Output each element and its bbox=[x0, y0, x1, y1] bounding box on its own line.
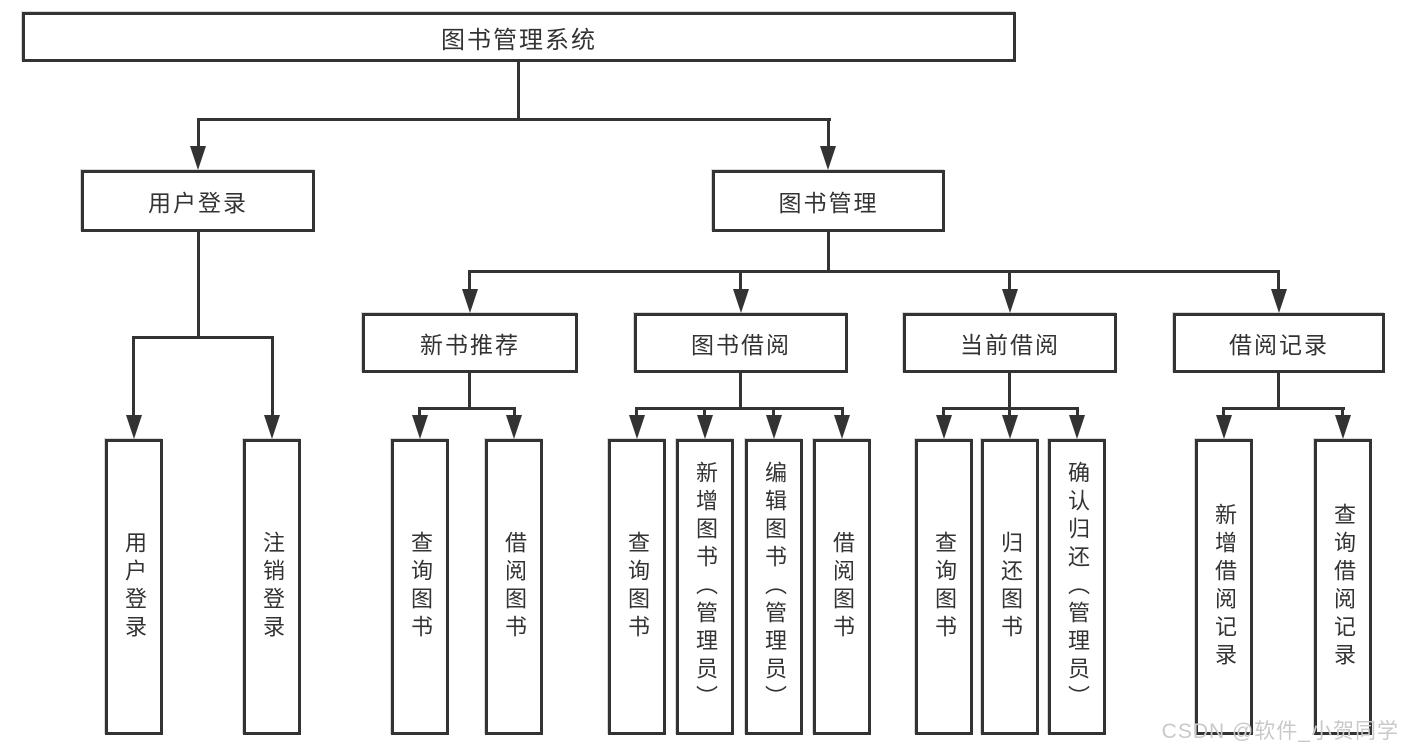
arrowhead-br-add-icon bbox=[1216, 415, 1232, 439]
connector-user-login-stem bbox=[197, 232, 200, 336]
node-borrow-record-label: 借阅记录 bbox=[1229, 332, 1329, 358]
arrowhead-user-login-icon bbox=[190, 146, 206, 170]
connector-drop-cb-return bbox=[1008, 407, 1011, 418]
connector-drop-cb-confirm bbox=[1076, 407, 1079, 418]
arrowhead-borrow-record-icon bbox=[1271, 289, 1287, 313]
arrowhead-br-query-icon bbox=[1335, 415, 1351, 439]
connector-new-book-stem bbox=[468, 373, 471, 407]
connector-root-stem bbox=[517, 62, 520, 118]
leaf-current-confirm-label: 确认归还（管理员） bbox=[1065, 461, 1090, 713]
arrowhead-book-borrow-icon bbox=[733, 289, 749, 313]
connector-root-rail bbox=[197, 118, 831, 121]
leaf-borrow-add: 新增图书（管理员） bbox=[676, 439, 734, 735]
leaf-current-return-label: 归还图书 bbox=[998, 531, 1023, 643]
connector-drop-nb-borrow bbox=[513, 407, 516, 418]
leaf-borrow-query: 查询图书 bbox=[608, 439, 666, 735]
leaf-record-query: 查询借阅记录 bbox=[1314, 439, 1372, 735]
leaf-borrow-edit-label: 编辑图书（管理员） bbox=[762, 461, 787, 713]
connector-book-mgmt-stem bbox=[827, 232, 830, 270]
connector-book-borrow-stem bbox=[739, 373, 742, 407]
connector-drop-current-borrow bbox=[1008, 270, 1011, 292]
connector-drop-leaf-user-login bbox=[132, 336, 135, 418]
arrowhead-leaf-user-login-icon bbox=[126, 415, 142, 439]
arrowhead-cb-query-icon bbox=[936, 415, 952, 439]
connector-drop-user-login bbox=[197, 118, 200, 148]
leaf-newbook-borrow-label: 借阅图书 bbox=[502, 531, 527, 643]
connector-drop-new-book bbox=[468, 270, 471, 292]
leaf-newbook-query-label: 查询图书 bbox=[408, 531, 433, 643]
arrowhead-bb-query-icon bbox=[629, 415, 645, 439]
node-user-login-label: 用户登录 bbox=[148, 190, 248, 216]
leaf-borrow-edit: 编辑图书（管理员） bbox=[745, 439, 803, 735]
leaf-record-add-label: 新增借阅记录 bbox=[1212, 503, 1237, 671]
connector-drop-bb-query bbox=[635, 407, 638, 418]
connector-drop-book-borrow bbox=[739, 270, 742, 292]
node-root: 图书管理系统 bbox=[22, 12, 1016, 62]
leaf-current-return: 归还图书 bbox=[981, 439, 1039, 735]
leaf-record-add: 新增借阅记录 bbox=[1195, 439, 1253, 735]
connector-drop-cb-query bbox=[942, 407, 945, 418]
arrowhead-bb-edit-icon bbox=[766, 415, 782, 439]
node-root-label: 图书管理系统 bbox=[441, 26, 597, 54]
leaf-newbook-borrow: 借阅图书 bbox=[485, 439, 543, 735]
connector-new-book-rail bbox=[418, 407, 516, 410]
leaf-borrow-borrow-label: 借阅图书 bbox=[830, 531, 855, 643]
connector-drop-borrow-record bbox=[1277, 270, 1280, 292]
connector-drop-bb-add bbox=[703, 407, 706, 418]
leaf-newbook-query: 查询图书 bbox=[391, 439, 449, 735]
connector-book-mgmt-rail bbox=[468, 270, 1280, 273]
connector-borrow-record-stem bbox=[1277, 373, 1280, 407]
arrowhead-nb-borrow-icon bbox=[506, 415, 522, 439]
node-new-book-label: 新书推荐 bbox=[420, 332, 520, 358]
arrowhead-nb-query-icon bbox=[412, 415, 428, 439]
leaf-borrow-query-label: 查询图书 bbox=[625, 531, 650, 643]
node-user-login: 用户登录 bbox=[81, 170, 315, 232]
leaf-record-query-label: 查询借阅记录 bbox=[1331, 503, 1356, 671]
arrowhead-cb-confirm-icon bbox=[1069, 415, 1085, 439]
arrowhead-leaf-logout-icon bbox=[264, 415, 280, 439]
leaf-user-login: 用户登录 bbox=[105, 439, 163, 735]
connector-drop-br-add bbox=[1222, 407, 1225, 418]
arrowhead-book-mgmt-icon bbox=[820, 146, 836, 170]
leaf-logout: 注销登录 bbox=[243, 439, 301, 735]
connector-drop-br-query bbox=[1341, 407, 1344, 418]
arrowhead-new-book-icon bbox=[462, 289, 478, 313]
node-book-borrow: 图书借阅 bbox=[634, 313, 848, 373]
leaf-current-confirm: 确认归还（管理员） bbox=[1048, 439, 1106, 735]
arrowhead-current-borrow-icon bbox=[1002, 289, 1018, 313]
leaf-user-login-label: 用户登录 bbox=[122, 531, 147, 643]
node-book-mgmt: 图书管理 bbox=[712, 170, 945, 232]
arrowhead-bb-add-icon bbox=[697, 415, 713, 439]
leaf-borrow-borrow: 借阅图书 bbox=[813, 439, 871, 735]
leaf-current-query-label: 查询图书 bbox=[932, 531, 957, 643]
node-current-borrow: 当前借阅 bbox=[903, 313, 1117, 373]
watermark: CSDN @软件_小贺同学 bbox=[1161, 720, 1399, 743]
node-book-borrow-label: 图书借阅 bbox=[691, 332, 791, 358]
node-book-mgmt-label: 图书管理 bbox=[778, 190, 879, 216]
leaf-logout-label: 注销登录 bbox=[260, 531, 285, 643]
connector-borrow-record-rail bbox=[1222, 407, 1345, 410]
connector-drop-book-mgmt bbox=[827, 118, 830, 148]
connector-drop-leaf-logout bbox=[271, 336, 274, 418]
leaf-current-query: 查询图书 bbox=[915, 439, 973, 735]
arrowhead-cb-return-icon bbox=[1002, 415, 1018, 439]
leaf-borrow-add-label: 新增图书（管理员） bbox=[693, 461, 718, 713]
node-new-book: 新书推荐 bbox=[362, 313, 578, 373]
arrowhead-bb-borrow-icon bbox=[834, 415, 850, 439]
connector-user-login-rail bbox=[132, 336, 274, 339]
connector-drop-bb-borrow bbox=[841, 407, 844, 418]
connector-current-borrow-stem bbox=[1008, 373, 1011, 407]
node-current-borrow-label: 当前借阅 bbox=[960, 332, 1060, 358]
node-borrow-record: 借阅记录 bbox=[1173, 313, 1385, 373]
connector-drop-bb-edit bbox=[772, 407, 775, 418]
connector-book-borrow-rail bbox=[635, 407, 844, 410]
connector-drop-nb-query bbox=[418, 407, 421, 418]
